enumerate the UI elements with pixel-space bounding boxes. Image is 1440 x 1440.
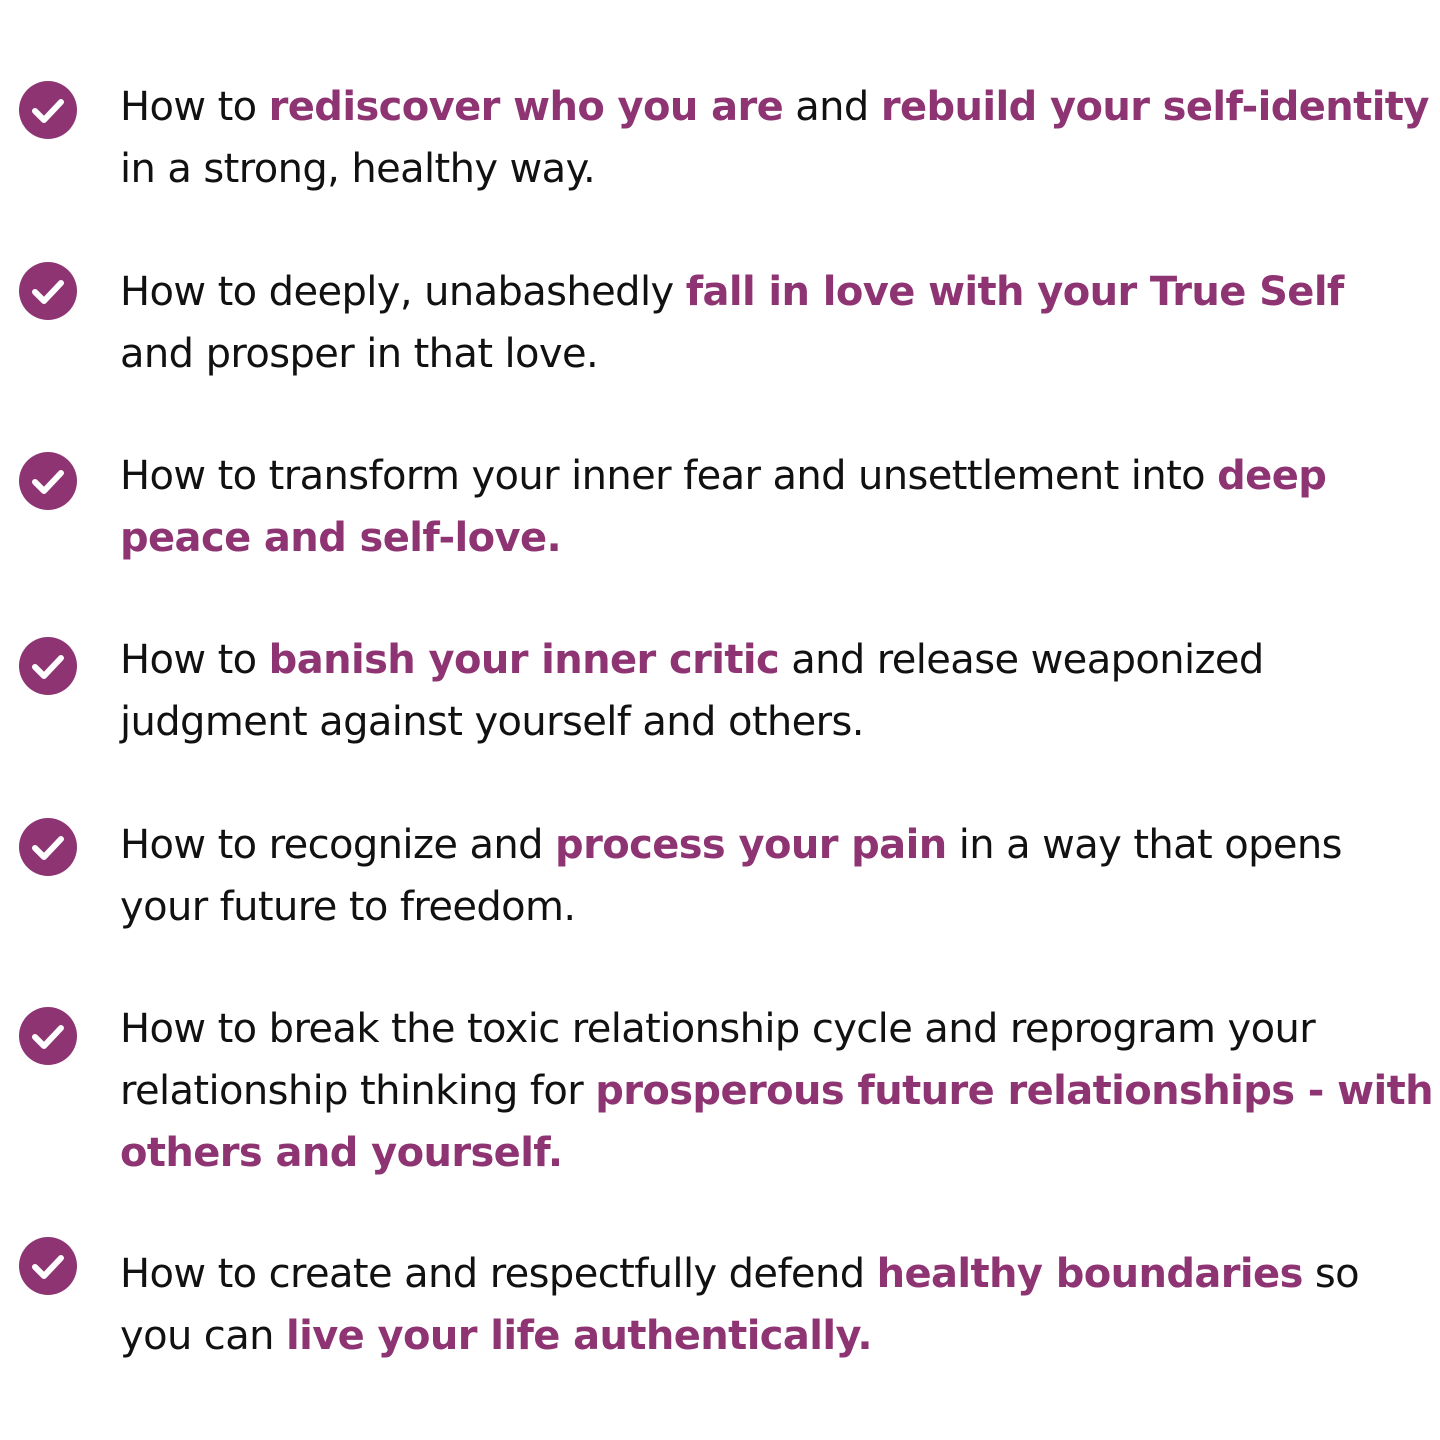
body-text: in a strong, healthy way. [120,146,596,192]
check-circle-icon [18,451,78,511]
benefit-line: your future to freedom. [120,876,1425,938]
body-text: you can [120,1313,286,1359]
benefit-line: you can live your life authentically. [120,1305,1425,1367]
highlight-text: healthy boundaries [876,1251,1304,1297]
body-text: your future to freedom. [120,884,576,930]
body-text: judgment against yourself and others. [120,699,864,745]
benefit-text: How to break the toxic relationship cycl… [120,998,1434,1184]
highlight-text: deep [1217,453,1327,499]
benefit-line: in a strong, healthy way. [120,138,1425,200]
highlight-text: peace and self-love. [120,515,562,561]
benefit-text: How to deeply, unabashedly fall in love … [120,261,1425,385]
benefit-line: and prosper in that love. [120,323,1425,385]
highlight-text: rediscover who you are [268,84,784,130]
body-text: and prosper in that love. [120,331,599,377]
benefit-line: judgment against yourself and others. [120,691,1425,753]
body-text: and [783,84,881,130]
highlight-text: process your pain [555,822,947,868]
benefit-text: How to recognize and process your pain i… [120,814,1425,938]
check-circle-icon [18,261,78,321]
benefit-text: How to banish your inner critic and rele… [120,629,1425,753]
body-text: How to [120,637,269,683]
benefit-line: relationship thinking for prosperous fut… [120,1060,1434,1122]
body-text: so [1302,1251,1360,1297]
benefit-line: How to banish your inner critic and rele… [120,629,1425,691]
body-text: How to break the toxic relationship cycl… [120,1006,1316,1052]
benefit-text: How to rediscover who you are and rebuil… [120,76,1429,200]
highlight-text: rebuild your self-identity [880,84,1430,130]
benefit-line: How to break the toxic relationship cycl… [120,998,1425,1060]
benefit-line: How to deeply, unabashedly fall in love … [120,261,1425,323]
benefit-line: others and yourself. [120,1122,1425,1184]
body-text: and release weaponized [779,637,1264,683]
check-circle-icon [18,636,78,696]
check-circle-icon [18,1236,78,1296]
benefit-line: How to rediscover who you are and rebuil… [120,76,1429,138]
benefit-line: How to transform your inner fear and uns… [120,445,1425,507]
benefit-line: How to recognize and process your pain i… [120,814,1425,876]
benefit-line: peace and self-love. [120,507,1425,569]
benefit-text: How to transform your inner fear and uns… [120,445,1425,569]
body-text: relationship thinking for [120,1068,596,1114]
highlight-text: banish your inner critic [268,637,780,683]
check-circle-icon [18,80,78,140]
benefit-text: How to create and respectfully defend he… [120,1243,1425,1367]
check-circle-icon [18,817,78,877]
check-circle-icon [18,1006,78,1066]
body-text: How to recognize and [120,822,556,868]
highlight-text: others and yourself. [120,1130,563,1176]
body-text: How to transform your inner fear and uns… [120,453,1218,499]
body-text: How to [120,84,269,130]
benefit-line: How to create and respectfully defend he… [120,1243,1425,1305]
highlight-text: live your life authentically. [285,1313,873,1359]
body-text: How to create and respectfully defend [120,1251,877,1297]
body-text: How to deeply, unabashedly [120,269,686,315]
body-text: in a way that opens [946,822,1343,868]
highlight-text: fall in love with your True Self [685,269,1345,315]
highlight-text: prosperous future relationships - with [595,1068,1433,1114]
